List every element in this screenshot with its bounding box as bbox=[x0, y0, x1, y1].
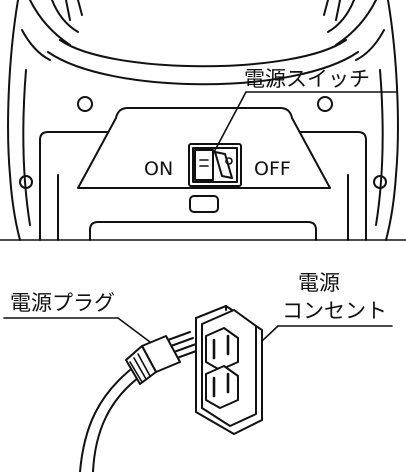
power-plug bbox=[125, 331, 200, 385]
outlet-leader bbox=[243, 325, 393, 359]
power-switch-leader bbox=[212, 91, 397, 155]
power-plug-leader bbox=[3, 317, 151, 343]
power-cord bbox=[79, 369, 139, 472]
device-housing bbox=[0, 0, 406, 241]
outlet-label-line1: 電源 bbox=[298, 271, 340, 295]
outlet-label-line2: コンセント bbox=[282, 299, 387, 323]
power-switch bbox=[188, 143, 242, 187]
off-label: OFF bbox=[254, 158, 291, 180]
power-plug-label: 電源プラグ bbox=[10, 291, 115, 315]
power-switch-label: 電源スイッチ bbox=[244, 67, 370, 91]
wall-outlet bbox=[195, 305, 263, 435]
on-label: ON bbox=[144, 158, 173, 180]
